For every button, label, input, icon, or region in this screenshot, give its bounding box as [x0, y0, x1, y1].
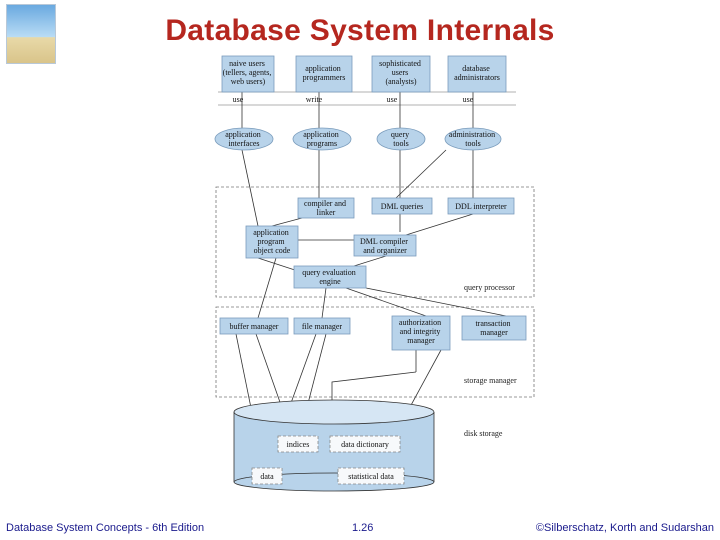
- dml-queries-label: DML queries: [381, 202, 424, 211]
- file-manager-box: [293, 317, 351, 335]
- query-processor-label: query processor: [464, 283, 515, 292]
- database-administrators-box: [447, 55, 507, 93]
- indices-label: indices: [287, 440, 310, 449]
- storage-manager-region: [215, 306, 535, 398]
- statistical-data-box: [337, 467, 405, 485]
- disk-storage-label: disk storage: [464, 429, 503, 438]
- administration-tools-oval: [444, 127, 502, 151]
- compiler-linker-box: [297, 197, 355, 219]
- compiler-linker-label: compiler and linker: [304, 199, 348, 217]
- file-manager-label: file manager: [302, 322, 343, 331]
- dml-compiler-box: [353, 234, 417, 257]
- dml-compiler-label: DML compiler and organizer: [360, 237, 410, 255]
- dml-queries-box: [371, 197, 433, 215]
- action-use-2: use: [387, 95, 398, 104]
- action-write: write: [306, 95, 323, 104]
- transaction-manager-label: transaction manager: [475, 319, 512, 337]
- action-use-1: use: [233, 95, 244, 104]
- data-label: data: [260, 472, 274, 481]
- indices-box: [277, 435, 319, 453]
- query-processor-region: [215, 186, 535, 298]
- data-dictionary-label: data dictionary: [341, 440, 389, 449]
- transaction-manager-box: [461, 315, 527, 341]
- buffer-manager-label: buffer manager: [230, 322, 279, 331]
- naive-users-box: [221, 55, 275, 93]
- slide-title: Database System Internals: [165, 14, 555, 47]
- object-code-box: [245, 225, 299, 259]
- object-code-label: application program object code: [253, 228, 291, 255]
- query-tools-oval: [376, 127, 426, 151]
- application-programs-label: application programs: [303, 130, 341, 148]
- sailboat-logo: [6, 4, 56, 64]
- ddl-interpreter-label: DDL interpreter: [455, 202, 507, 211]
- footer-right: ©Silberschatz, Korth and Sudarshan: [535, 522, 714, 534]
- sophisticated-users-box: [371, 55, 431, 93]
- application-programmers-box: [295, 55, 353, 93]
- query-evaluation-engine-label: query evaluation engine: [302, 268, 358, 286]
- query-evaluation-engine-box: [293, 265, 367, 289]
- storage-manager-label: storage manager: [464, 376, 517, 385]
- application-programs-oval: [292, 127, 352, 151]
- ddl-interpreter-box: [447, 197, 515, 215]
- authorization-manager-label: authorization and integrity manager: [399, 318, 443, 345]
- buffer-manager-box: [219, 317, 289, 335]
- footer-left: Database System Concepts - 6th Edition: [6, 522, 205, 534]
- statistical-data-label: statistical data: [348, 472, 394, 481]
- system-structure-diagram: naive users (tellers, agents, web users)…: [214, 55, 535, 492]
- sophisticated-users-label: sophisticated users (analysts): [379, 59, 423, 86]
- database-administrators-label: database administrators: [454, 64, 500, 82]
- data-box: [251, 467, 283, 485]
- query-tools-label: query tools: [391, 130, 411, 148]
- administration-tools-label: administration tools: [449, 130, 497, 148]
- application-interfaces-oval: [214, 127, 274, 151]
- footer-page-number: 1.26: [352, 522, 374, 534]
- naive-users-label: naive users (tellers, agents, web users): [223, 59, 274, 86]
- application-programmers-label: application programmers: [303, 64, 346, 82]
- authorization-manager-box: [391, 315, 451, 351]
- application-interfaces-label: application interfaces: [225, 130, 263, 148]
- data-dictionary-box: [329, 435, 401, 453]
- action-use-3: use: [463, 95, 474, 104]
